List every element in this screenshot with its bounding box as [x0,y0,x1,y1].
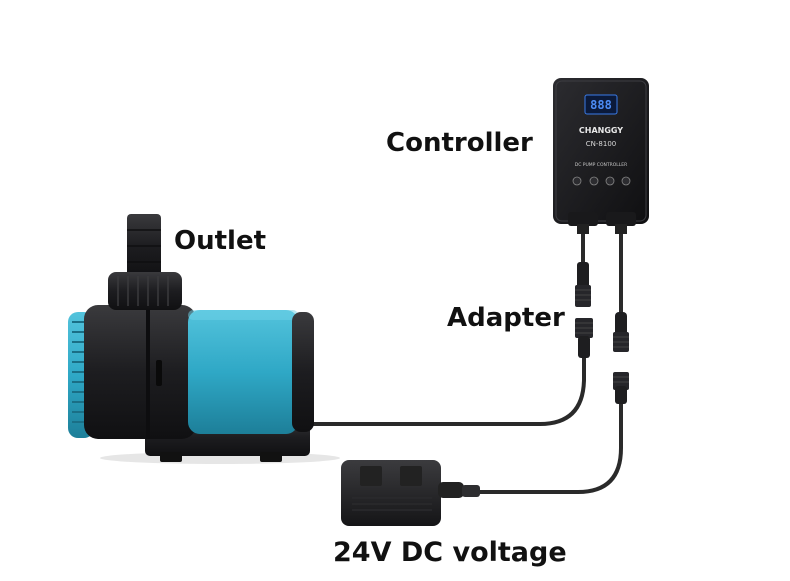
controller-buttons [572,176,631,186]
pump-unit [68,214,340,464]
pump-cable [310,354,586,426]
outlet-label: Outlet [174,226,267,256]
power-cable [476,398,623,494]
subtitle-text: DC PUMP CONTROLLER [575,162,628,168]
pump-housing [84,305,196,439]
controller-label: Controller [386,128,533,158]
voltage-label: 24V DC voltage [333,537,567,568]
display-digits: 888 [590,98,612,112]
controller-display [584,94,618,115]
adapter-connectors [575,262,629,404]
adapter-label: Adapter [447,303,565,333]
power-adapter [341,460,480,526]
brand-logo: CHANGGY [579,126,623,135]
controller-body [553,78,649,224]
pump-body [188,310,298,434]
model-text: CN-8100 [586,140,616,148]
cables [310,230,623,494]
adapter-body [341,460,441,526]
controller-unit: 888 CHANGGY CN-8100 DC PUMP CONTROLLER [553,78,649,234]
